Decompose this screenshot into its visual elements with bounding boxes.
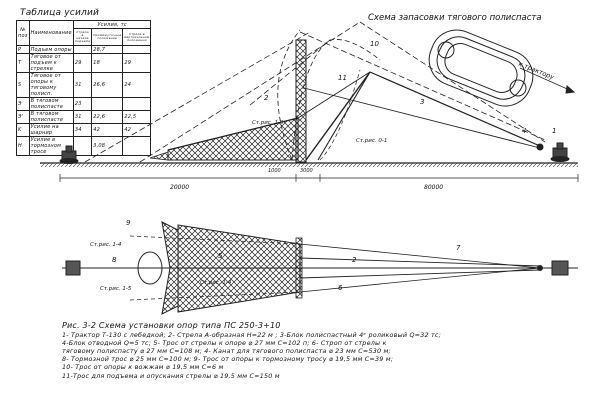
figure-caption: Рис. 3-2 Схема установки опор типа ПС 25… [62,321,592,380]
plan-guy [299,267,541,293]
plan-ref-label: Ст.рис. 1-5 [100,286,132,292]
ground-hatch [40,163,578,167]
tower-lattice-vertical [295,39,307,163]
plan-hoist [299,269,541,279]
callout-10: 10 [370,40,379,48]
table-cell-value [72,136,93,156]
dimension-label: 3000 [300,168,313,174]
ref-label: Ст.рис. 0-1 [356,138,387,144]
plan-guy [129,235,301,245]
force-table: Таблица усилий № поз Наименование Усилия… [16,8,164,156]
table-row: Э В тяговом полиспасте 23 [16,97,152,111]
table-cell-value: 26,6 [91,72,124,98]
force-table-title: Таблица усилий [20,8,100,18]
caption-line: тяговому полиспасту ⌀ 27 мм С=108 м; 4- … [62,347,391,356]
anchor-right [551,260,569,276]
guy-line [84,31,311,163]
plan-callout-7: 7 [456,244,461,252]
reeving-loop [436,36,526,100]
tower-plan-lattice [177,224,301,313]
plan-view [62,221,578,315]
boom-swing-arc [319,69,361,161]
dimension-label: 1000 [268,168,281,174]
plan-guy [129,291,301,301]
sheave [509,79,527,97]
reeving-loop [444,43,518,93]
caption-title: Рис. 3-2 Схема установки опор типа ПС 25… [62,321,281,330]
table-row: H Усилие в тормозном тросе 3,08 [16,136,152,156]
table-cell-name: Тяговое от опоры к тяговому полисп. [28,72,74,98]
guy-line [299,31,546,141]
tractor-left [59,145,79,164]
tractor-direction-label: к трактору [517,60,555,82]
force-table-grid: № поз Наименование Усилия, тс Стрела в н… [16,20,152,156]
callout-3: 3 [420,98,424,106]
drawing-labels: Схема запасовки тягового полиспаста к тр… [90,13,556,292]
caption-line: 11-Трос для подъема и опускания стрелы ⌀… [62,371,280,380]
tower-lattice-crossarm [149,151,169,161]
caption-line: 10- Трос от опоры к вожжам ⌀ 19,5 мм С=6… [62,363,224,372]
guy-line [359,21,546,143]
table-cell-value: 3,08 [91,136,124,156]
ref-label: Ст.рис. 1-3 [252,120,284,126]
table-row: Э' В тяговом полиспасте 31 22,6 22,5 [16,110,152,124]
plan-callout-8: 8 [112,256,117,264]
table-cell-value: 22,5 [122,110,152,124]
plan-block [537,265,543,271]
table-subheader-1: Стрела в начале подъема [72,28,93,46]
tractor-arrow [519,67,575,93]
caption-line: 4-Блок отводной Q=5 тс; 5- Трос от стрел… [62,339,387,348]
boom-plan [295,237,303,299]
hoist-line [369,71,541,147]
callout-11: 11 [338,74,347,82]
plan-guy [299,243,541,269]
guy-line [249,39,331,106]
caption-line: 1- Трактор Т-130 с лебедкой; 2- Стрела А… [62,331,441,340]
callout-1: 1 [552,127,556,135]
tractor-arrow-head [565,85,576,94]
table-cell-name: Тяговое от подъем к стрелке [28,53,74,73]
table-row: P Подъем опоры 28,7 [16,45,152,54]
callout-4: 4 [522,127,526,135]
diverter-block [536,143,544,151]
table-cell-value: 24 [122,72,152,98]
table-cell-value [122,136,152,156]
sheave [437,41,455,59]
tower-base-ring [137,251,163,285]
table-cell-value: 23 [72,97,93,111]
caption-line: 8- Тормозной трос ⌀ 25 мм С=100 м; 9- Тр… [62,355,394,364]
plan-callout-5: 5 [218,252,223,260]
reeving-loop [428,29,534,107]
tractor-right [550,142,570,162]
plan-callout-6: 6 [338,284,343,292]
table-cell-value: 42 [91,123,124,137]
a-frame-boom-2 [317,71,371,161]
table-row: S Тяговое от опоры к тяговому полисп. 31… [16,72,152,98]
tower-plan-head [161,221,179,315]
plan-ref-label: Ст.рис. 1-4 [90,242,122,248]
a-frame-boom [305,71,371,161]
scheme-title: Схема запасовки тягового полиспаста [368,13,542,23]
plan-ref-label: Ст.рис. 1-4 [200,280,232,286]
plan-hoist [299,257,541,267]
plan-callout-2: 2 [352,256,357,264]
plan-callout-9: 9 [126,219,131,227]
callout-2: 2 [264,94,269,102]
elevation-view [40,21,579,182]
anchor-left [65,260,81,276]
reeving-scheme [428,29,576,107]
tower-chord [167,117,299,151]
hoist-line-3 [297,71,371,119]
hoist-line-2 [303,87,541,149]
dimension-label: 80000 [424,184,443,191]
dimension-label: 20000 [170,184,189,191]
